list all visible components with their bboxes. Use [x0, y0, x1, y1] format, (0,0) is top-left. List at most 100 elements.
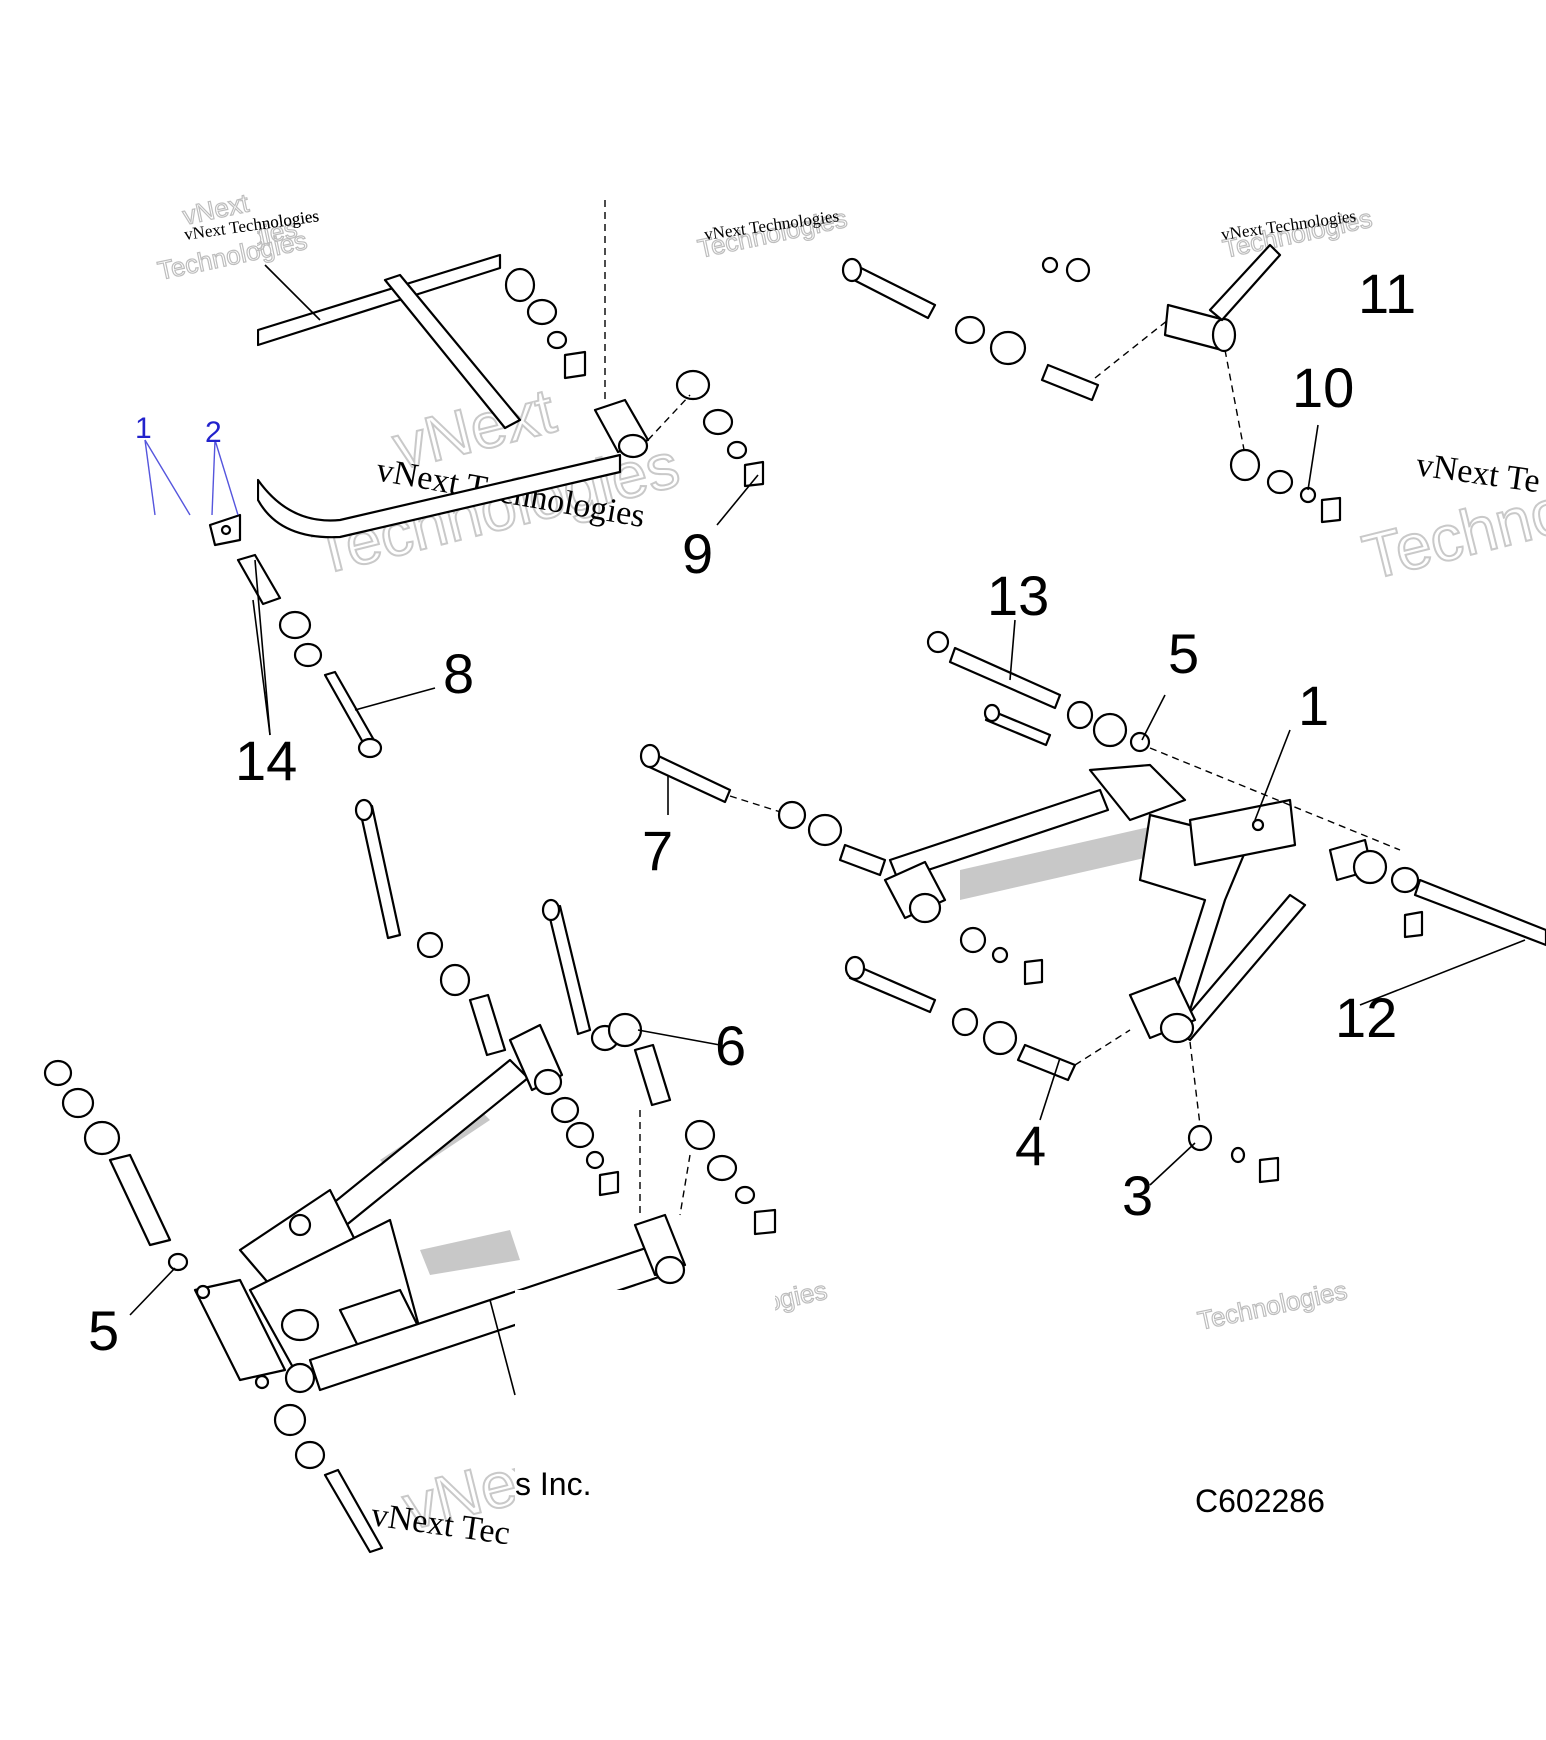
upper-right-pivot: [841, 243, 1342, 524]
bushing-f: [1092, 712, 1128, 748]
washer-c: [702, 408, 734, 436]
arm-1-front-beam: [888, 788, 1110, 882]
cap-h: [1258, 1156, 1280, 1184]
washer-m: [951, 1007, 979, 1037]
sleeve-c: [1040, 363, 1100, 402]
arm-1-rear-bush-end: [1159, 1012, 1195, 1044]
leader-frame: [264, 264, 321, 321]
callout-1: 1: [1298, 674, 1329, 737]
callout-12: 12: [1335, 986, 1397, 1049]
leader-6: [637, 1029, 721, 1046]
bushing-6: [607, 1012, 643, 1048]
pivot-tube-11-stem: [1208, 243, 1282, 322]
washer-b: [546, 330, 568, 350]
callout-labels: 1 3 4 5 5 6 7 8 9 10 11 12 13 14 1 2: [88, 262, 1416, 1362]
cap-d: [1065, 257, 1091, 283]
washer-10: [1299, 486, 1317, 504]
blue-leader-2b: [214, 439, 239, 516]
washer-i: [959, 926, 987, 954]
bushing-l: [273, 1403, 307, 1437]
arm-left-pivot-hole-a: [195, 1284, 211, 1300]
leader-lower-arm: [489, 1299, 516, 1396]
callout-10: 10: [1292, 356, 1354, 419]
assembly-path-f: [1149, 747, 1401, 851]
sleeve-e: [838, 843, 887, 877]
assembly-path-c: [1094, 319, 1169, 379]
washer-q: [565, 1121, 595, 1149]
leader-14b: [254, 559, 271, 736]
arm-1-front-bush-end: [908, 892, 942, 924]
bolt-small-head: [983, 703, 1001, 723]
leader-1: [1254, 729, 1291, 821]
assembly-path-j: [679, 1154, 691, 1216]
callout-5-right: 5: [1168, 622, 1199, 685]
bushing-h: [982, 1020, 1018, 1056]
leader-5-left: [129, 1267, 176, 1316]
cap-j: [753, 1208, 777, 1236]
assembly-path-b: [647, 394, 691, 441]
leader-4: [1039, 1057, 1061, 1121]
shaft-12: [1413, 878, 1546, 947]
sleeve-6: [633, 1043, 672, 1107]
arm-left-plate-hole: [280, 1308, 320, 1342]
washer-o: [416, 931, 444, 959]
sleeve-4: [1016, 1043, 1077, 1082]
cap-g: [1403, 910, 1424, 939]
bolt-7-head: [639, 743, 661, 769]
bolt-8-head: [357, 737, 383, 759]
bolt-6-shank: [546, 904, 592, 1036]
arm-left-shadow-b: [420, 1230, 520, 1275]
arm-left-front-bush-end: [533, 1068, 563, 1096]
assembly-path-h: [1189, 1041, 1201, 1126]
washer-h: [777, 800, 807, 830]
callout-14: 14: [235, 729, 297, 792]
callout-4: 4: [1015, 1114, 1046, 1177]
blue-leader-1b: [144, 439, 191, 516]
washer-v: [294, 1440, 326, 1470]
leader-13: [1009, 619, 1016, 681]
bolt-upper-right-shank: [848, 263, 937, 320]
pivot-tube-11-end: [1211, 317, 1237, 353]
sleeve-i: [468, 993, 507, 1057]
arm-left-rear-bush-end: [654, 1255, 686, 1285]
callout-blue-2: 2: [205, 416, 222, 449]
arm-1-bracket: [1088, 763, 1187, 822]
bushing-j: [684, 1119, 716, 1151]
bushing-d: [1229, 448, 1261, 482]
bolt-top-left-head: [354, 798, 374, 822]
bolt-upper-right-head: [841, 257, 863, 283]
upper-arm-assembly: [208, 200, 765, 759]
leader-5-right: [1141, 694, 1166, 741]
blue-leader-2a: [211, 439, 216, 516]
bolt-8-shank: [323, 670, 377, 748]
cap-f: [926, 630, 950, 654]
frame-rail-lower: [256, 453, 622, 539]
callout-9: 9: [682, 522, 713, 585]
washer-k: [1066, 700, 1094, 730]
crop-mask-bottom: [515, 1290, 775, 1540]
blue-leader-1a: [144, 439, 156, 516]
washer-p: [550, 1096, 580, 1124]
upper-arm-bushing-end: [617, 433, 649, 459]
washer-e: [954, 315, 986, 345]
bushing-c: [989, 330, 1027, 366]
cap-k: [43, 1059, 73, 1087]
cap-c: [1320, 496, 1342, 524]
lower-arm-assembly-left: [43, 798, 777, 1554]
bushing-k: [83, 1120, 121, 1156]
figure-id: C602286: [1195, 1483, 1325, 1519]
arm-1-mount-hole: [1251, 818, 1265, 832]
frame-crossbar: [383, 273, 522, 430]
arm-1-mount: [1188, 798, 1297, 867]
bushing-b: [675, 369, 711, 401]
washer-n: [1230, 1146, 1246, 1164]
sleeve-13: [948, 646, 1062, 710]
washer-t: [734, 1185, 756, 1205]
bushing-14: [278, 610, 312, 640]
arm-left-bolt-head: [288, 1213, 312, 1237]
washer-r: [585, 1150, 605, 1170]
washer-j: [991, 946, 1009, 964]
washer-u: [61, 1087, 95, 1119]
washer-5-right: [1129, 731, 1151, 753]
